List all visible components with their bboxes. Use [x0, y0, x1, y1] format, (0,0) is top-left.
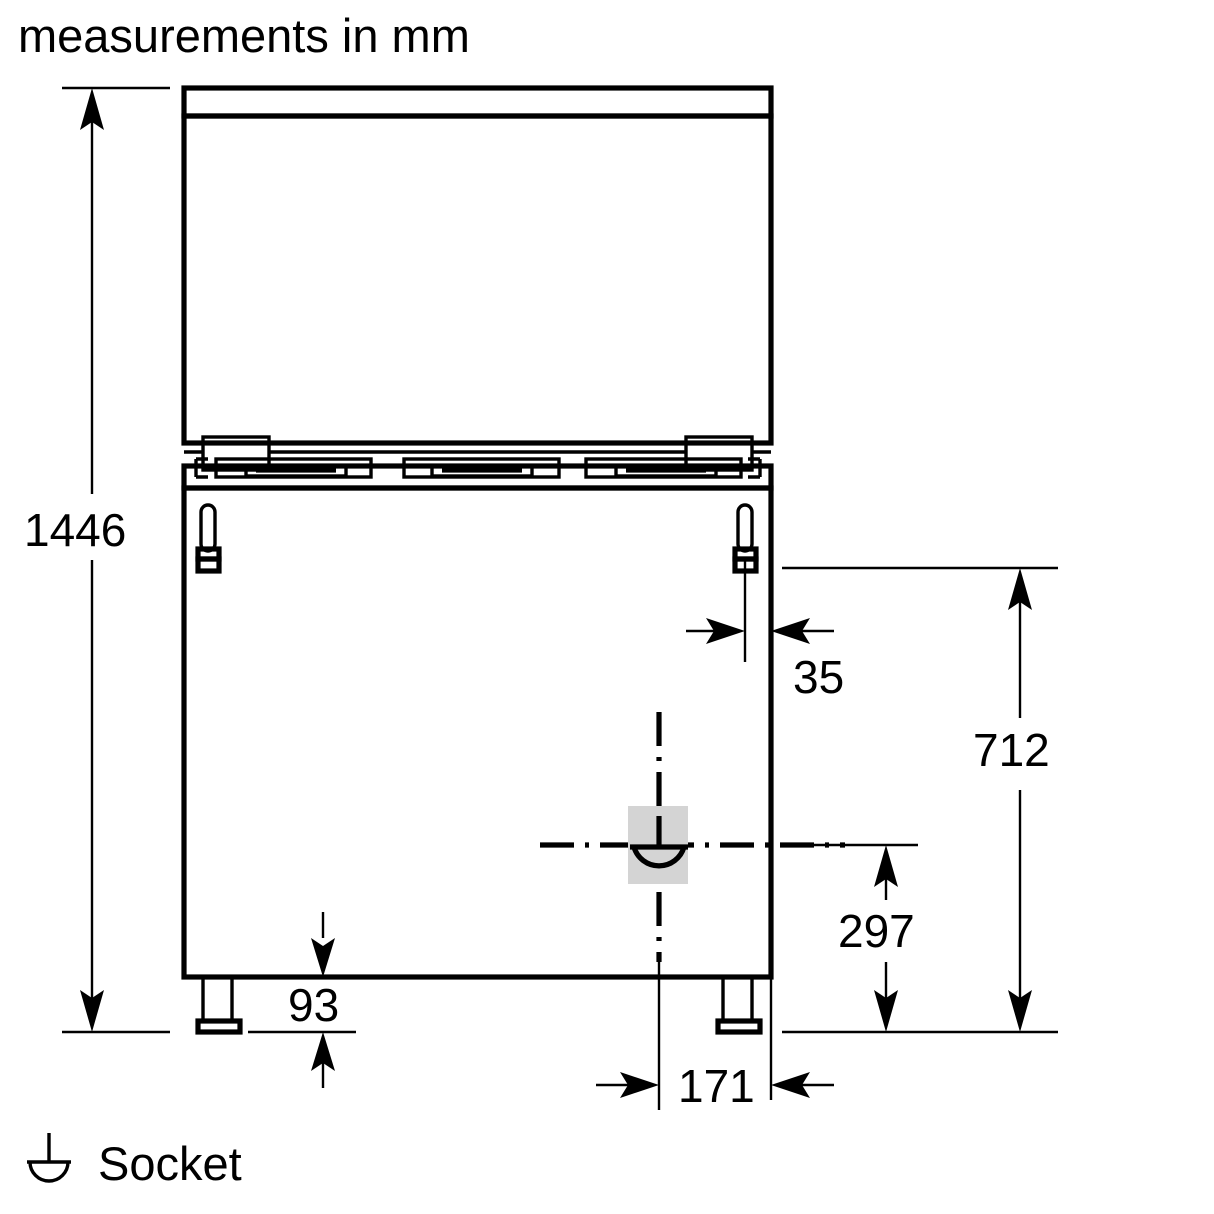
dimension-label-297: 297 — [838, 905, 915, 957]
socket-symbol-icon — [630, 816, 688, 869]
socket-marker — [540, 712, 845, 962]
dimension-socket-offset: 35 — [686, 558, 844, 1100]
dimension-label-35: 35 — [793, 651, 844, 703]
legend-socket: Socket — [27, 1133, 242, 1190]
oven-handle-left — [195, 503, 222, 574]
appliance-body — [181, 85, 774, 1035]
legend-socket-label: Socket — [98, 1137, 242, 1190]
page-title: measurements in mm — [18, 9, 470, 62]
legend-socket-icon — [27, 1133, 71, 1183]
cabinet-foot-left — [195, 977, 243, 1035]
dimension-label-1446: 1446 — [24, 504, 126, 556]
lid-panel — [181, 85, 774, 446]
dimension-foot-height: 93 — [248, 912, 356, 1088]
dimension-socket-height: 712 — [782, 566, 1058, 1034]
dimension-plinth-to-socket: 297 — [782, 843, 918, 1032]
dimension-total-height: 1446 — [24, 86, 170, 1034]
dimension-label-171: 171 — [678, 1060, 755, 1112]
cabinet-foot-right — [715, 977, 763, 1035]
dimension-socket-from-right-edge: 171 — [596, 962, 834, 1112]
oven-cabinet — [181, 485, 774, 980]
dimension-label-93: 93 — [288, 979, 339, 1031]
cooktop-assembly — [181, 435, 774, 491]
dimension-label-712: 712 — [973, 724, 1050, 776]
